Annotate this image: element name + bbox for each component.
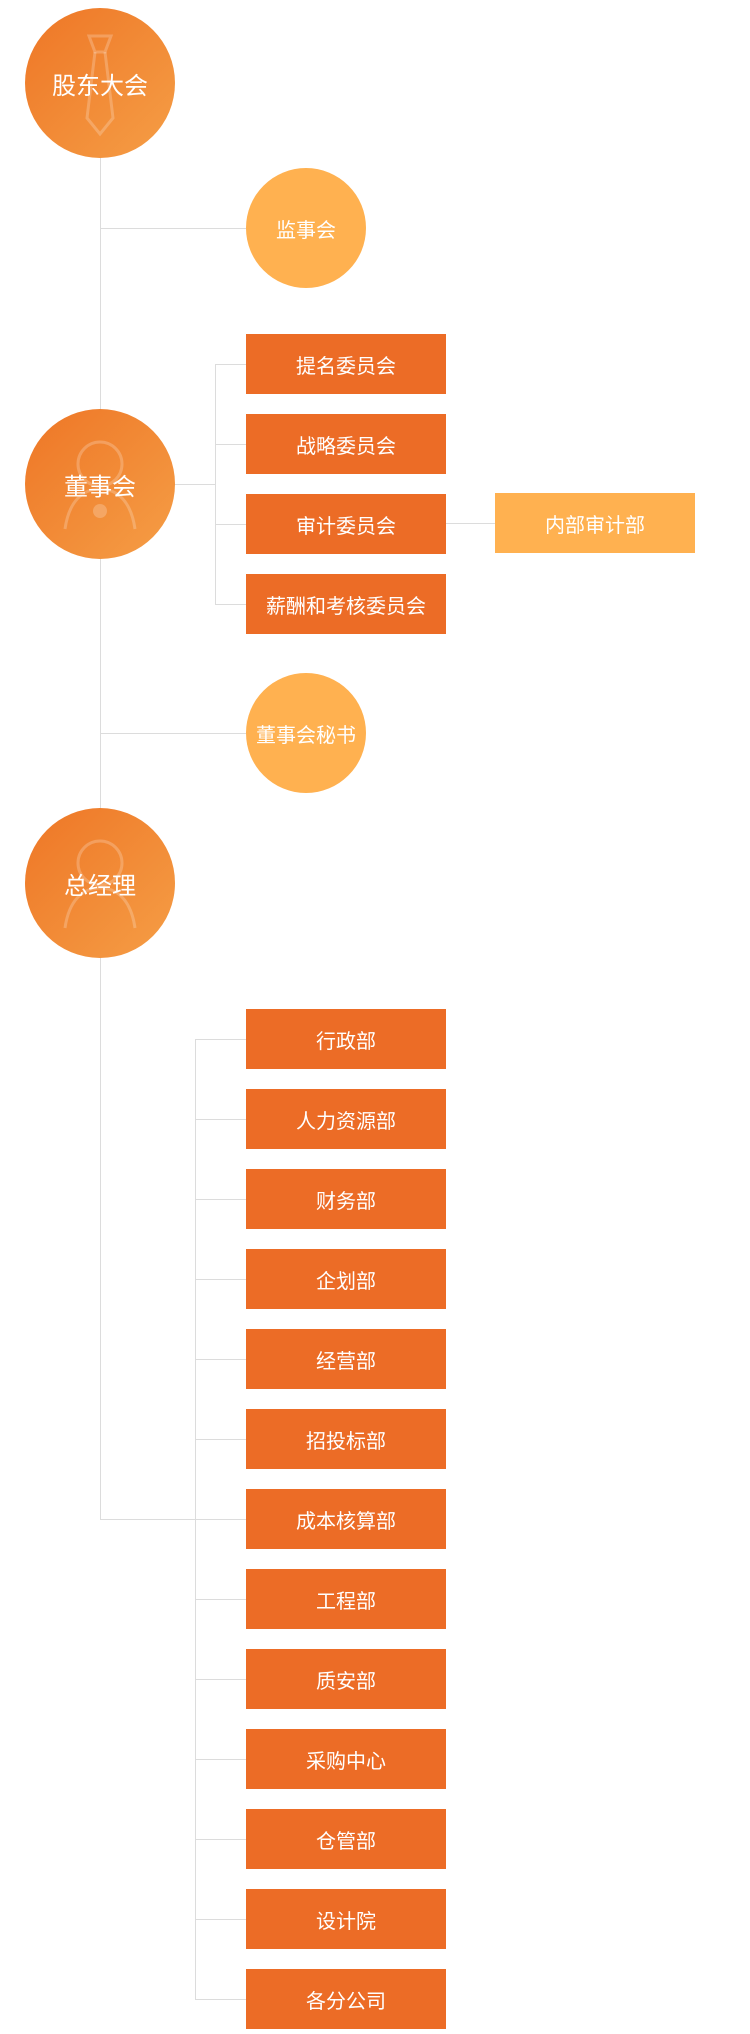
internal-audit-box: 内部审计部 (495, 493, 695, 553)
connector-department (195, 1999, 246, 2000)
department-label: 工程部 (316, 1590, 376, 1613)
general-manager-node: 总经理 (25, 808, 175, 958)
department-box: 招投标部 (246, 1409, 446, 1469)
department-label: 采购中心 (306, 1750, 386, 1773)
connector-department (195, 1519, 246, 1520)
connector-committee-2 (215, 444, 246, 445)
department-label: 仓管部 (316, 1830, 376, 1853)
connector-department (195, 1359, 246, 1360)
board-of-directors-label: 董事会 (64, 473, 136, 501)
connector-gm-branch (100, 1519, 196, 1520)
board-of-directors-node: 董事会 (25, 409, 175, 559)
department-box: 人力资源部 (246, 1089, 446, 1149)
nomination-committee-box: 提名委员会 (246, 334, 446, 394)
connector-department (195, 1599, 246, 1600)
department-box: 工程部 (246, 1569, 446, 1629)
department-box: 行政部 (246, 1009, 446, 1069)
connector-committee-1 (215, 364, 246, 365)
department-label: 招投标部 (306, 1430, 386, 1453)
department-box: 财务部 (246, 1169, 446, 1229)
board-secretary-label: 董事会秘书 (256, 724, 356, 747)
committee-label: 提名委员会 (296, 355, 396, 378)
connector-department (195, 1119, 246, 1120)
committee-label: 战略委员会 (296, 435, 396, 458)
connector-department (195, 1279, 246, 1280)
person-icon (63, 440, 137, 530)
connector-department (195, 1679, 246, 1680)
department-label: 成本核算部 (296, 1510, 396, 1533)
committee-branch-line (215, 364, 216, 604)
department-label: 设计院 (316, 1910, 376, 1933)
connector-department (195, 1439, 246, 1440)
general-manager-label: 总经理 (64, 872, 136, 900)
internal-audit-label: 内部审计部 (545, 514, 645, 537)
department-label: 企划部 (316, 1270, 376, 1293)
supervisory-board-node: 监事会 (246, 168, 366, 288)
department-box: 采购中心 (246, 1729, 446, 1789)
remuneration-committee-box: 薪酬和考核委员会 (246, 574, 446, 634)
shareholders-meeting-node: 股东大会 (25, 8, 175, 158)
connector-department (195, 1839, 246, 1840)
main-trunk-line (100, 90, 101, 1520)
shareholders-meeting-label: 股东大会 (52, 72, 148, 100)
department-label: 质安部 (316, 1670, 376, 1693)
department-label: 经营部 (316, 1350, 376, 1373)
connector-audit-internal (445, 523, 495, 524)
department-box: 企划部 (246, 1249, 446, 1309)
connector-department (195, 1199, 246, 1200)
audit-committee-box: 审计委员会 (246, 494, 446, 554)
supervisory-board-label: 监事会 (276, 219, 336, 242)
person-icon (63, 839, 137, 929)
department-box: 仓管部 (246, 1809, 446, 1869)
department-label: 财务部 (316, 1190, 376, 1213)
connector-committee-3 (215, 524, 246, 525)
connector-committee-4 (215, 604, 246, 605)
connector-secretary (100, 733, 246, 734)
department-box: 成本核算部 (246, 1489, 446, 1549)
board-secretary-node: 董事会秘书 (246, 673, 366, 793)
department-box: 各分公司 (246, 1969, 446, 2029)
department-box: 经营部 (246, 1329, 446, 1389)
department-label: 各分公司 (306, 1990, 386, 2013)
committee-label: 审计委员会 (296, 515, 396, 538)
department-label: 行政部 (316, 1030, 376, 1053)
connector-supervisors (100, 228, 246, 229)
strategy-committee-box: 战略委员会 (246, 414, 446, 474)
connector-department (195, 1919, 246, 1920)
connector-department (195, 1759, 246, 1760)
department-label: 人力资源部 (296, 1110, 396, 1133)
department-box: 设计院 (246, 1889, 446, 1949)
department-box: 质安部 (246, 1649, 446, 1709)
connector-department (195, 1039, 246, 1040)
tie-icon (85, 34, 115, 137)
committee-label: 薪酬和考核委员会 (266, 595, 426, 618)
